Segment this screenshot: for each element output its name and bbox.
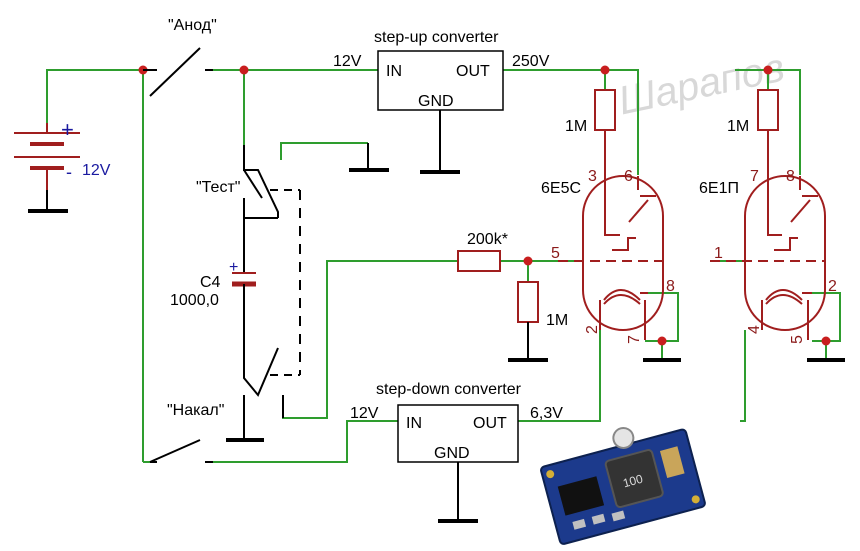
step-up-converter: step-up converter IN OUT GND 12V 250V [333,29,550,174]
tube-6e1p-pin-8: 8 [786,168,795,185]
resistor-anode-right: 1M [727,89,779,176]
wires [46,69,841,463]
step-up-title: step-up converter [374,29,499,46]
resistor-grid-series: 200k* [457,231,508,272]
step-down-in-voltage: 12V [350,405,379,422]
tube-6e5c-pin-3: 3 [588,168,597,185]
tube-6e5c-name: 6Е5С [541,180,581,197]
step-up-out: OUT [456,63,490,80]
tube-6e1p-pin-5: 5 [789,335,806,344]
module-marking: 100 [621,472,644,491]
tube-6e5c-pin-7: 7 [626,335,643,344]
tube-6e1p-name: 6Е1П [699,180,739,197]
tube-6e5c-pin-5: 5 [551,245,560,262]
battery: + - 12V [14,117,111,213]
resistor-grid-series-value: 200k* [467,231,508,248]
tube-6e1p: 6Е1П 7 8 1 2 4 5 [699,168,845,362]
tube-6e5c-pin-8: 8 [666,278,675,295]
tube-6e1p-pin-7: 7 [750,168,759,185]
battery-minus: - [66,162,72,182]
step-up-in: IN [386,63,402,80]
capacitor-value: 1000,0 [170,292,219,309]
junction-node [821,336,831,346]
resistor-anode-right-value: 1M [727,118,749,135]
heater-switch-label: "Накал" [167,402,224,419]
battery-plus: + [61,117,74,142]
junction-node [763,65,773,75]
junction-dots [138,65,831,346]
tube-6e5c-pin-6: 6 [624,168,633,185]
step-down-converter: step-down converter IN OUT GND 12V 6,3V [350,381,563,523]
capacitor-plus: + [229,259,238,276]
heater-switch: "Накал" [149,402,224,463]
step-up-in-voltage: 12V [333,53,362,70]
junction-node [600,65,610,75]
junction-node [523,256,533,266]
tube-6e1p-pin-2: 2 [828,278,837,295]
tube-6e1p-pin-4: 4 [746,325,763,334]
step-down-gnd: GND [434,445,470,462]
test-switch-label: "Тест" [196,179,240,196]
anode-switch: "Анод" [143,17,217,97]
junction-node [657,336,667,346]
step-down-in: IN [406,415,422,432]
anode-switch-label: "Анод" [168,17,217,34]
step-down-module-photo: 100 [534,425,710,549]
tube-6e5c: 6Е5С 3 6 5 8 2 7 [541,168,681,362]
step-up-out-voltage: 250V [512,53,550,70]
resistor-anode-left: 1M [565,89,616,176]
junction-node [239,65,249,75]
step-up-gnd: GND [418,93,454,110]
tube-6e5c-pin-2: 2 [584,325,601,334]
tube-6e1p-pin-1: 1 [714,245,723,262]
resistor-grid-leak-value: 1M [546,312,568,329]
step-down-title: step-down converter [376,381,522,398]
battery-voltage: 12V [82,162,111,179]
resistor-grid-leak: 1M [508,281,568,362]
step-down-out-voltage: 6,3V [530,405,563,422]
resistor-anode-left-value: 1M [565,118,587,135]
step-down-out: OUT [473,415,507,432]
test-switch: + C4 1000,0 "Тест" [170,143,389,442]
capacitor-name: C4 [200,274,221,291]
